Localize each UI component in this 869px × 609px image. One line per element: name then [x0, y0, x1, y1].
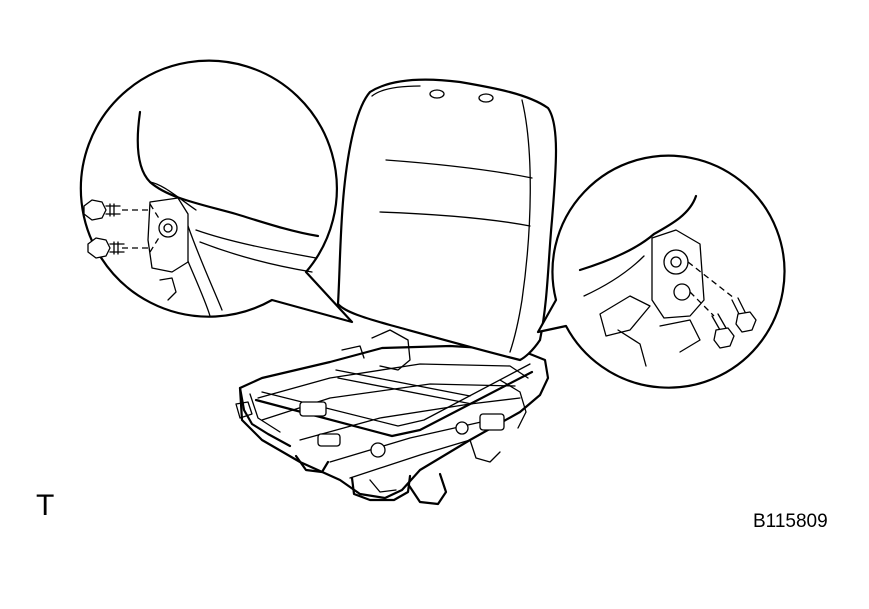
- seat-cushion-frame: [235, 329, 550, 506]
- seat-back: [336, 78, 558, 362]
- bolt-icon: [87, 237, 125, 259]
- bolt-icon: [83, 199, 121, 221]
- left-detail-callout: [79, 59, 354, 324]
- bolt-icon: [731, 297, 757, 333]
- view-label: T: [36, 489, 55, 522]
- bolt-icon: [711, 313, 735, 349]
- right-detail-callout: [536, 154, 786, 389]
- figure-id: B115809: [753, 511, 828, 532]
